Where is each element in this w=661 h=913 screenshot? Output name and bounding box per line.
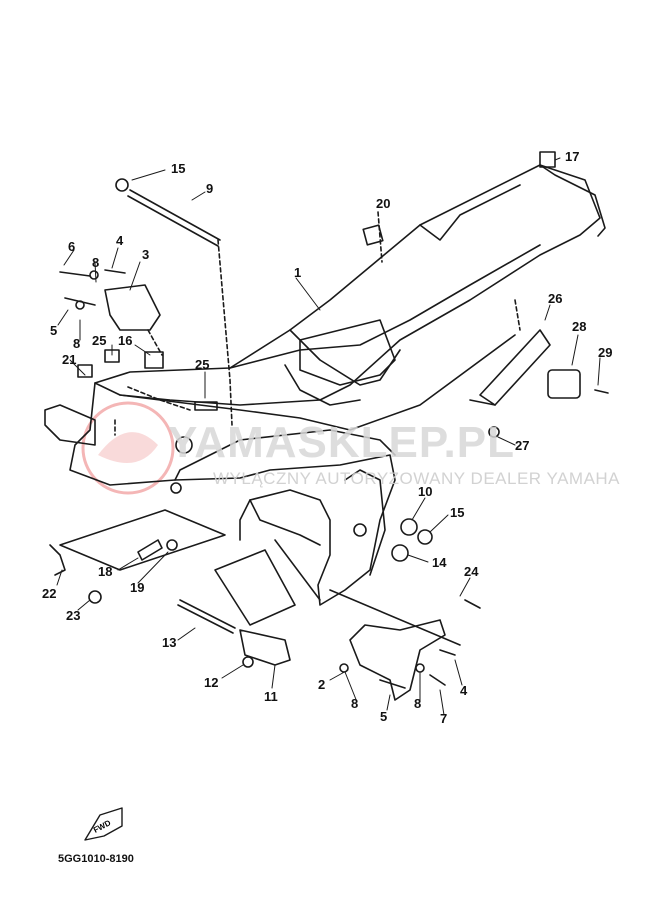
callout-8d: 8: [414, 696, 422, 711]
callout-15: 15: [171, 161, 186, 176]
callout-29: 29: [598, 345, 613, 360]
callout-5b: 5: [380, 709, 388, 724]
callout-15b: 15: [450, 505, 465, 520]
callout-20: 20: [376, 196, 391, 211]
callout-4b: 4: [460, 683, 468, 698]
watermark-logo: [81, 401, 175, 495]
main-frame: [94, 164, 601, 406]
callout-25: 25: [92, 333, 107, 348]
callout-19: 19: [130, 580, 145, 595]
callout-3: 3: [142, 247, 150, 262]
callout-24: 24: [464, 564, 479, 579]
callout-17: 17: [565, 149, 580, 164]
watermark-brand: YAMASKLEP.PL: [168, 418, 515, 467]
callout-23: 23: [66, 608, 81, 623]
callout-4: 4: [116, 233, 124, 248]
callout-6: 6: [68, 239, 76, 254]
bolt-9: [129, 189, 221, 241]
callout-13: 13: [162, 635, 177, 650]
callout-25b: 25: [195, 357, 210, 372]
callout-9: 9: [206, 181, 214, 196]
watermark-tagline: WYŁĄCZNY AUTORYZOWANY DEALER YAMAHA: [213, 469, 621, 488]
callout-10: 10: [418, 484, 433, 499]
callout-5: 5: [50, 323, 58, 338]
callout-27: 27: [515, 438, 530, 453]
callout-1: 1: [294, 265, 302, 280]
fwd-arrow: [84, 807, 123, 841]
footrest-bracket: [349, 619, 446, 701]
bolt-13: [179, 599, 236, 629]
callout-18: 18: [98, 564, 113, 579]
callout-12: 12: [204, 675, 219, 690]
callout-8b: 8: [73, 336, 81, 351]
callout-28: 28: [572, 319, 587, 334]
callout-8: 8: [92, 255, 100, 270]
callout-7: 7: [440, 711, 448, 726]
callout-11: 11: [264, 689, 278, 704]
callout-2: 2: [318, 677, 326, 692]
callout-22: 22: [42, 586, 57, 601]
callout-14: 14: [432, 555, 447, 570]
callout-21: 21: [62, 352, 77, 367]
callout-26: 26: [548, 291, 563, 306]
callout-16: 16: [118, 333, 133, 348]
drawing-code: 5GG1010-8190: [58, 853, 134, 865]
callout-8c: 8: [351, 696, 359, 711]
